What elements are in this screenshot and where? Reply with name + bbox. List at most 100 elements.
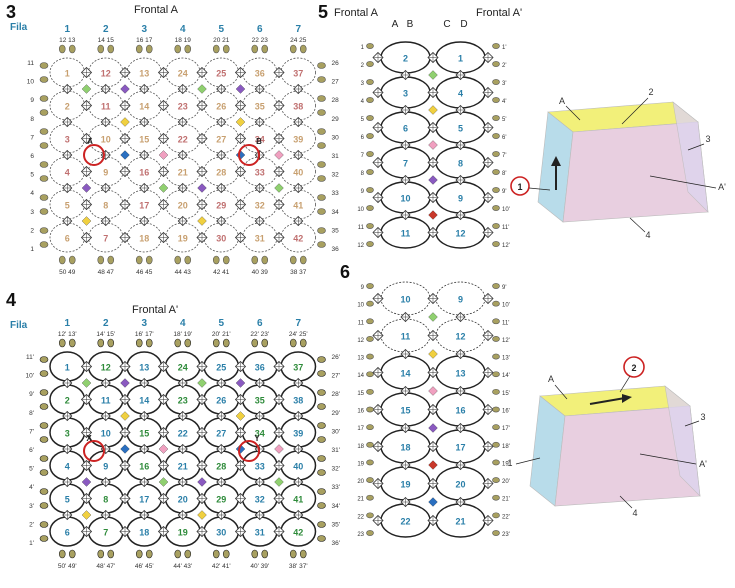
panel-4-bottom-bead-numbers: 44' 43' <box>173 563 192 570</box>
panel-6-right-row-number: 15' <box>502 391 510 397</box>
seed-bead <box>107 44 115 54</box>
crystal-bead <box>216 377 227 389</box>
panel-3-bottom-bead-numbers: 48 47 <box>98 269 115 276</box>
panel-3-right-row-number: 35 <box>332 227 340 234</box>
box-1-step-number: 1 <box>517 182 522 192</box>
panel-3-column-number: 4 <box>180 24 186 35</box>
crystal-bead <box>372 403 384 416</box>
colored-bead <box>81 84 92 94</box>
colored-bead <box>158 477 169 487</box>
crystal-bead <box>273 525 285 538</box>
crystal-bead <box>234 132 247 145</box>
panel-3-top-bead-numbers: 20 21 <box>213 37 230 44</box>
panel-3-cell-number: 31 <box>255 234 265 244</box>
seed-bead <box>366 43 374 49</box>
crystal-bead <box>482 329 494 342</box>
box-1-leader <box>687 143 705 151</box>
panel-5-left-row-number: 3 <box>361 81 365 87</box>
crystal-bead <box>157 132 170 145</box>
panel-5-cell-number: 7 <box>403 159 408 169</box>
crystal-bead <box>234 231 247 244</box>
seed-bead <box>135 549 143 559</box>
panel-4-cell-number: 32 <box>255 495 265 505</box>
panel-3-cell-number: 33 <box>255 168 265 178</box>
crystal-bead <box>455 104 466 116</box>
seed-bead <box>212 338 220 348</box>
seed-bead <box>39 535 49 542</box>
seed-bead <box>492 133 500 139</box>
marker-circle-x <box>83 440 105 462</box>
seed-bead <box>492 318 500 325</box>
crystal-bead <box>400 311 411 323</box>
colored-bead <box>197 84 207 94</box>
seed-bead <box>366 459 374 466</box>
crystal-bead <box>273 492 285 505</box>
panel-4-cell-number: 33 <box>255 462 265 472</box>
seed-bead <box>107 255 115 265</box>
seed-bead <box>366 424 374 431</box>
panel-5-left-row-number: 4 <box>361 99 365 105</box>
crystal-bead <box>196 99 208 112</box>
panel-3-cell-number: 2 <box>65 102 70 112</box>
colored-bead <box>81 216 92 226</box>
crystal-bead <box>293 443 304 455</box>
panel-4-cell-number: 11 <box>101 396 111 406</box>
colored-bead <box>158 150 169 160</box>
crystal-bead <box>273 360 285 373</box>
panel-6-left-row-number: 11 <box>358 320 365 326</box>
seed-bead <box>39 521 49 528</box>
colored-bead <box>197 216 207 226</box>
seed-bead <box>39 488 49 495</box>
seed-bead <box>174 44 182 54</box>
crystal-bead <box>177 509 188 521</box>
seed-bead <box>39 227 49 234</box>
panel-3-cell-number: 23 <box>178 102 188 112</box>
crystal-bead <box>196 66 208 79</box>
box-2-leader <box>619 495 633 509</box>
panel-3-right-row-number: 29 <box>332 116 340 123</box>
crystal-bead <box>427 156 439 169</box>
crystal-bead <box>482 86 494 99</box>
panel-3-right-row-number: 36 <box>332 246 340 253</box>
box-1-label-a: A <box>559 96 565 106</box>
panel-5-left-row-number: 5 <box>361 117 365 123</box>
crystal-bead <box>62 443 73 455</box>
panel-3-top-bead-numbers: 12 13 <box>59 37 76 44</box>
seed-bead <box>492 241 500 247</box>
crystal-bead <box>80 393 93 406</box>
seed-bead <box>184 549 192 559</box>
crystal-bead <box>119 393 131 406</box>
panel-4-cell-number: 20 <box>178 495 188 505</box>
colored-bead <box>235 411 246 421</box>
panel-5-cell-number: 12 <box>455 229 465 239</box>
crystal-bead <box>80 165 93 178</box>
crystal-bead <box>80 132 93 145</box>
crystal-bead <box>427 51 439 64</box>
crystal-bead <box>400 104 411 116</box>
seed-bead <box>317 389 326 396</box>
panel-6-left-row-number: 17 <box>357 426 364 432</box>
seed-bead <box>317 95 326 102</box>
seed-bead <box>39 469 49 476</box>
crystal-bead <box>482 226 494 239</box>
crystal-bead <box>254 476 265 488</box>
seed-bead <box>317 403 326 410</box>
box-1-leader <box>565 105 581 121</box>
panel-5-column-letter: C <box>443 19 450 30</box>
panel-3-cell-number: 27 <box>216 135 226 145</box>
colored-bead <box>235 117 246 127</box>
panel-4-top-bead-numbers: 20' 21' <box>212 331 231 338</box>
crystal-bead <box>119 165 131 178</box>
panel-3-right-row-number: 33 <box>332 190 340 197</box>
crystal-bead <box>234 66 247 79</box>
panel-6-left-row-number: 19 <box>357 461 364 467</box>
crystal-bead <box>293 116 304 128</box>
panel-4-cell-number: 5 <box>65 495 70 505</box>
seed-bead <box>366 318 374 325</box>
crystal-bead <box>157 426 170 439</box>
panel-4-right-row-number: 26' <box>332 354 340 361</box>
panel-3-cell-number: 17 <box>139 201 149 211</box>
crystal-bead <box>139 215 150 227</box>
seed-bead <box>492 388 500 395</box>
seed-bead <box>366 223 374 229</box>
